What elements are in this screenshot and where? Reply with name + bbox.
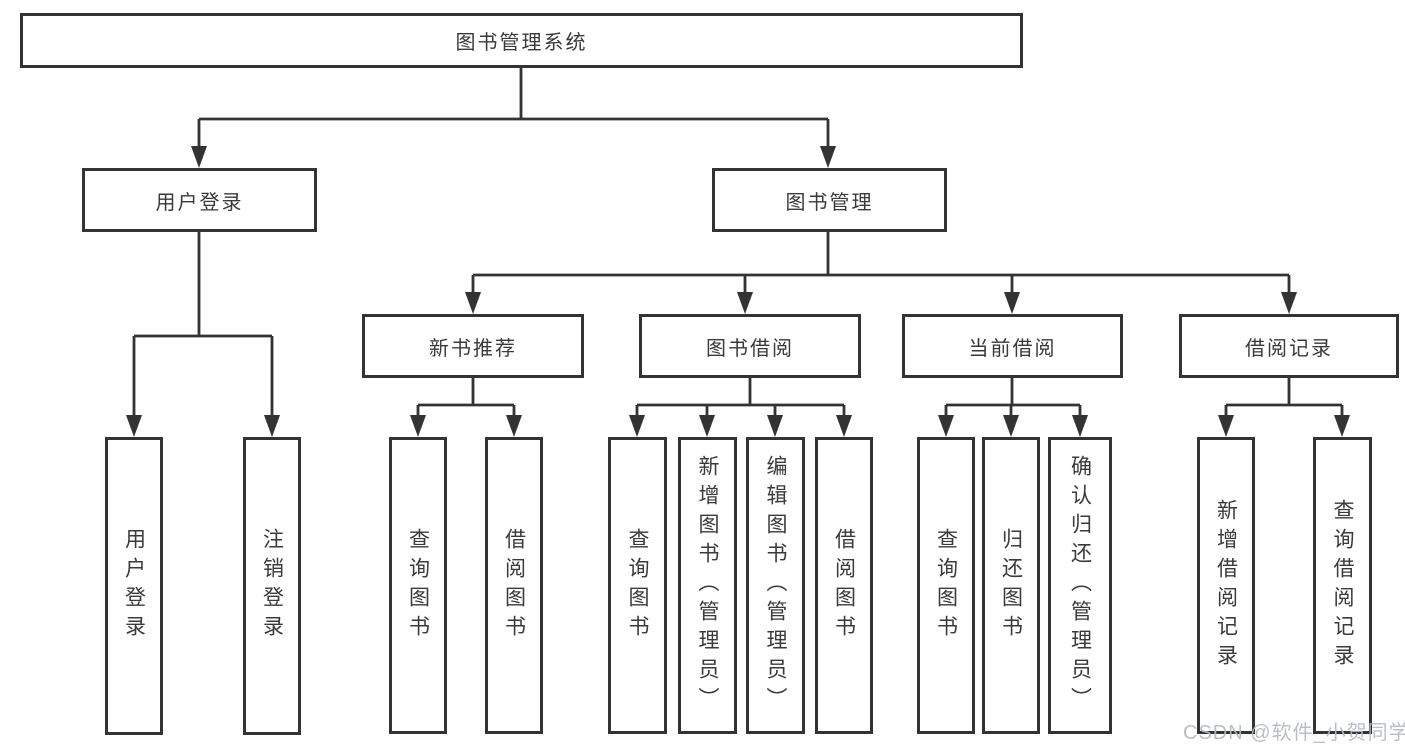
node-book-management: 图书管理 [712, 168, 947, 232]
node-current-borrowing: 当前借阅 [902, 314, 1123, 378]
node-leaf-borrow-books: 借阅图书 [815, 437, 873, 734]
node-leaf-logout: 注销登录 [243, 437, 301, 735]
node-leaf-query-books-current: 查询图书 [917, 437, 975, 734]
node-leaf-return-books: 归还图书 [982, 437, 1040, 734]
node-leaf-add-books-admin: 新增图书（管理员） [678, 437, 737, 734]
node-leaf-query-books-borrowing: 查询图书 [608, 437, 667, 734]
node-leaf-add-borrow-record: 新增借阅记录 [1197, 437, 1255, 734]
node-leaf-query-borrow-record: 查询借阅记录 [1313, 437, 1372, 734]
node-new-book-recommend: 新书推荐 [362, 314, 584, 378]
node-leaf-edit-books-admin: 编辑图书（管理员） [746, 437, 805, 734]
arrowhead-icons [126, 146, 1350, 437]
node-user-login: 用户登录 [82, 168, 317, 232]
node-borrowing-records: 借阅记录 [1179, 314, 1399, 378]
node-leaf-query-books-recommend: 查询图书 [389, 437, 447, 734]
node-book-borrowing: 图书借阅 [639, 314, 861, 378]
csdn-watermark: CSDN @软件_小贺同学 [1183, 722, 1405, 744]
node-leaf-user-login: 用户登录 [105, 437, 163, 735]
connector-paths [132, 68, 1344, 419]
node-library-system: 图书管理系统 [20, 13, 1023, 68]
node-leaf-confirm-return-admin: 确认归还（管理员） [1048, 437, 1112, 734]
node-leaf-borrow-books-recommend: 借阅图书 [485, 437, 543, 734]
